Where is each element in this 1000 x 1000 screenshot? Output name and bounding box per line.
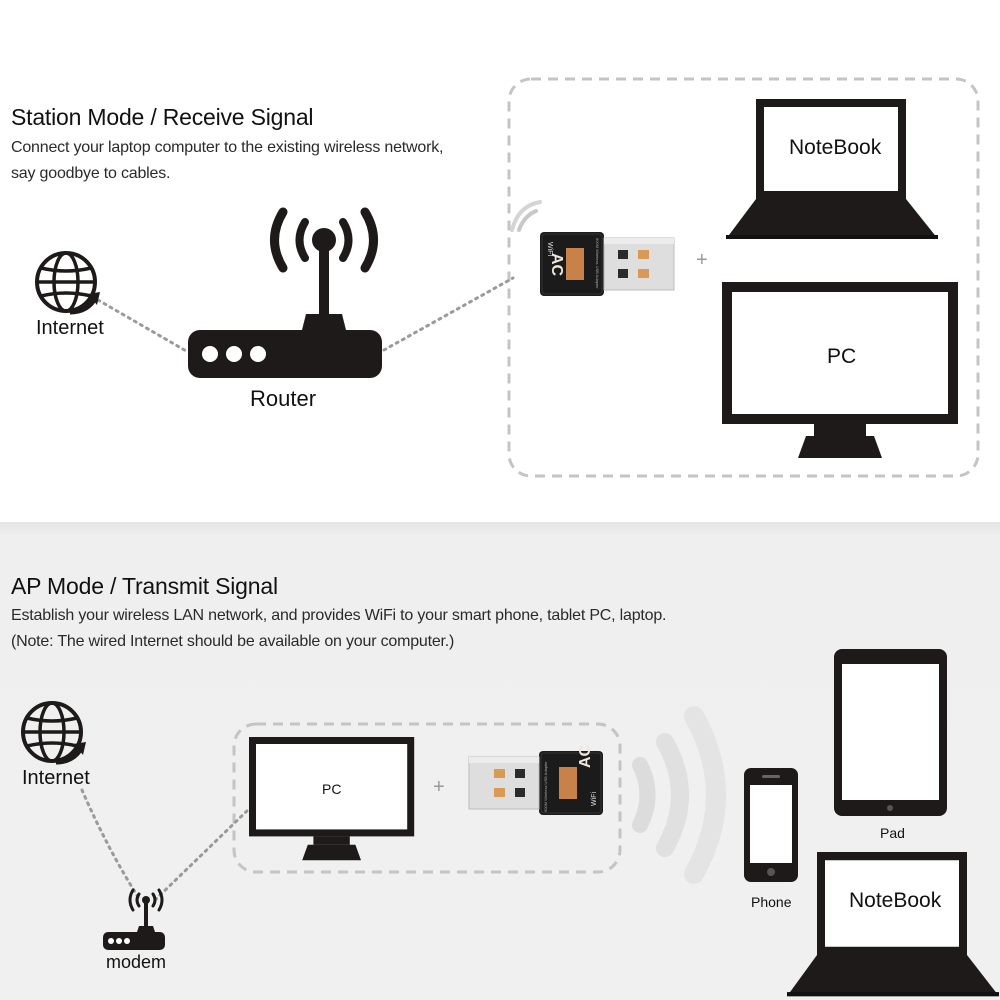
ap-mode-desc-line2: (Note: The wired Internet should be avai… [11,633,455,650]
internet-modem-link [80,788,142,902]
phone-label: Phone [751,894,792,910]
plus-sign: + [433,776,445,798]
notebook-icon [787,852,999,997]
pc-label: PC [322,781,342,797]
internet-router-link [96,298,190,354]
adapter-wifi-label: WiFi [591,792,598,806]
internet-label: Internet [36,317,104,339]
router-label: Router [250,386,317,411]
adapter-model-label: 600M Wireless USB Adapter [543,761,548,812]
adapter-wifi-label: WiFi [546,242,553,256]
internet-globe-icon [23,703,86,762]
modem-pc-link [153,806,252,902]
station-device-box [507,77,980,478]
router-adapter-link [382,276,515,352]
pad-icon [834,649,947,816]
modem-icon [103,888,165,950]
ap-device-box [232,722,622,874]
station-mode-title: Station Mode / Receive Signal [11,104,314,130]
plus-sign: + [696,249,708,271]
internet-globe-icon [37,253,100,312]
notebook-label: NoteBook [849,889,942,912]
router-icon [188,207,382,378]
pc-monitor-icon [722,282,958,458]
wifi-broadcast-icon [632,706,726,884]
modem-label: modem [106,952,167,972]
notebook-icon [726,99,938,239]
phone-icon [744,768,798,882]
internet-label: Internet [22,767,90,789]
pc-monitor-icon [249,737,415,861]
station-mode-desc-line2: say goodbye to cables. [11,165,171,182]
adapter-brand-label: AC [548,253,565,277]
notebook-label: NoteBook [789,136,882,159]
station-mode-desc-line1: Connect your laptop computer to the exis… [11,139,444,156]
pc-label: PC [827,345,857,368]
adapter-brand-label: AC [577,744,594,768]
ap-mode-title: AP Mode / Transmit Signal [11,573,278,599]
pad-label: Pad [880,825,905,841]
ap-mode-desc-line1: Establish your wireless LAN network, and… [11,607,667,624]
adapter-model-label: 600M Wireless USB Adapter [595,238,600,289]
wifi-signal-icon [510,200,542,232]
